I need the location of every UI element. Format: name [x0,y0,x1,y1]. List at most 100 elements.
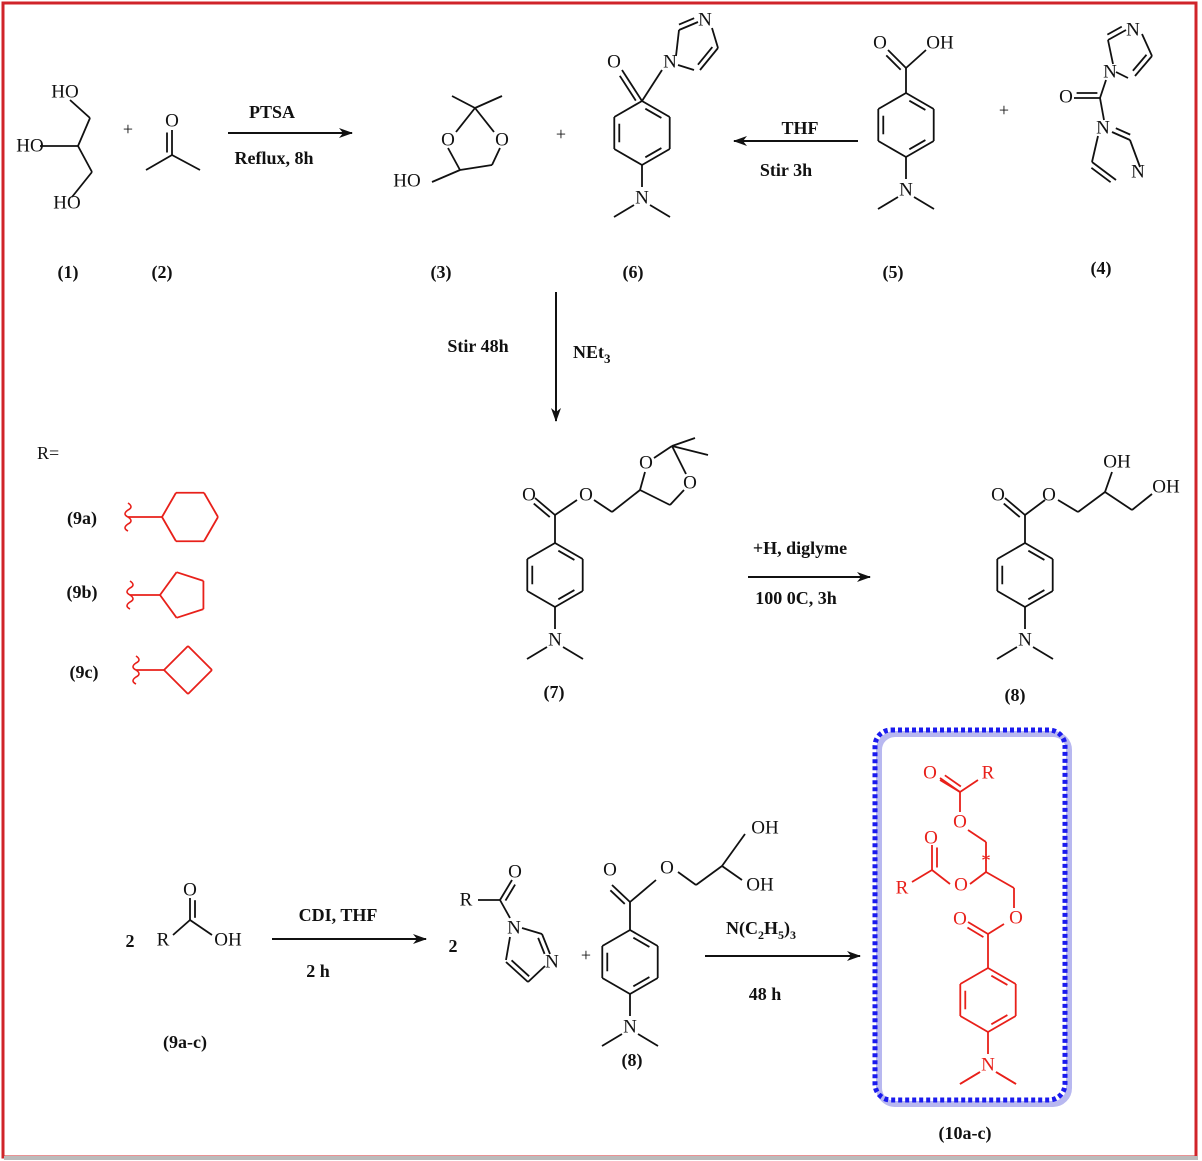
bond [474,95,503,109]
bond [611,489,641,513]
bond [721,865,743,881]
atom-label: R [982,763,995,784]
ring-bond [159,594,178,619]
bond [637,1033,659,1047]
bond [1104,471,1113,493]
bond [562,646,584,660]
ring-bond [161,492,177,518]
bond [1131,493,1153,511]
ring-inner-bond [1027,549,1045,561]
bond [1077,491,1106,513]
ring-bond [613,148,643,166]
ring-bond [905,140,935,158]
double-bond [1111,131,1131,141]
ring-bond [641,100,671,118]
coefficient-acid: 2 [126,931,135,951]
ring-bond [163,645,189,671]
atom-label: O [953,812,967,833]
bond [527,965,546,983]
bond [171,154,201,171]
double-bond [621,69,643,102]
atom-label: N [663,52,677,73]
reagent-net3: NEt3 [573,342,611,366]
bond [995,1071,1017,1085]
double-bond [967,921,989,935]
double-bond [699,47,719,71]
bond [459,164,493,171]
atom-label: N [1096,118,1110,139]
atom-label: N [1103,62,1117,83]
bond [985,871,1015,889]
atom-label: N [635,188,649,209]
ring-bond [987,1015,1017,1033]
ring-bond [203,492,219,518]
bond [711,27,719,49]
atom-label: N [698,10,712,31]
ring-bond [203,516,219,542]
compound-label-2: (2) [152,262,173,283]
bond [1057,499,1079,513]
compound-label-9a-c: (9a-c) [163,1032,207,1053]
bond [669,489,685,506]
ring-inner-bond [644,107,662,119]
compound-label-7: (7) [544,682,565,703]
ring-inner-bond [990,974,1008,986]
ring-bond [613,100,643,118]
double-bond-inner [537,937,546,955]
plus-sign: + [999,100,1009,120]
bond [677,871,697,886]
bond [455,107,476,133]
ring-inner-bond [908,99,926,111]
atom-label: O [183,880,197,901]
bond [526,646,548,660]
reagent-ptsa: PTSA [249,102,295,122]
bond [431,169,461,183]
bond [77,117,91,147]
bond [671,445,709,456]
double-bond [1134,55,1153,77]
ring-inner-bond [557,589,575,601]
double-bond-inner [1132,54,1148,72]
ring-bond [629,977,659,995]
r-group-title: R= [37,443,59,463]
bond [1129,139,1141,168]
atom-label: O [522,485,536,506]
atom-label: HO [51,82,78,103]
compound-label-3: (3) [431,262,452,283]
plus-sign: + [123,119,133,139]
bond [639,489,671,506]
double-bond-inner [944,774,962,788]
plus-sign: + [581,945,591,965]
double-bond [611,884,631,903]
bond [629,879,657,903]
atom-label: OH [751,818,779,839]
atom-label: O [660,858,674,879]
double-bond-inner [609,889,626,905]
bond [639,471,646,491]
ring-bond [526,542,556,560]
atom-label: O [991,485,1005,506]
bond [505,936,511,961]
bond [145,154,173,171]
bond [967,829,987,843]
reagent-reflux: Reflux, 8h [234,148,313,168]
bond [641,69,663,102]
compound-label-4: (4) [1091,258,1112,279]
bond [1107,39,1114,65]
bond [521,927,543,935]
compound-label-5: (5) [883,262,904,283]
bond [613,204,635,218]
ring-bond [1024,590,1054,608]
atom-label: N [545,952,559,973]
bond [671,445,687,475]
ring-bond [526,590,556,608]
r-group-label-9b: (9b) [67,582,98,603]
ring-inner-bond [990,1014,1008,1026]
double-bond [939,777,961,793]
ring-bond [161,516,177,542]
ring-bond [996,590,1026,608]
double-bond [1004,497,1026,516]
bond [911,869,933,883]
